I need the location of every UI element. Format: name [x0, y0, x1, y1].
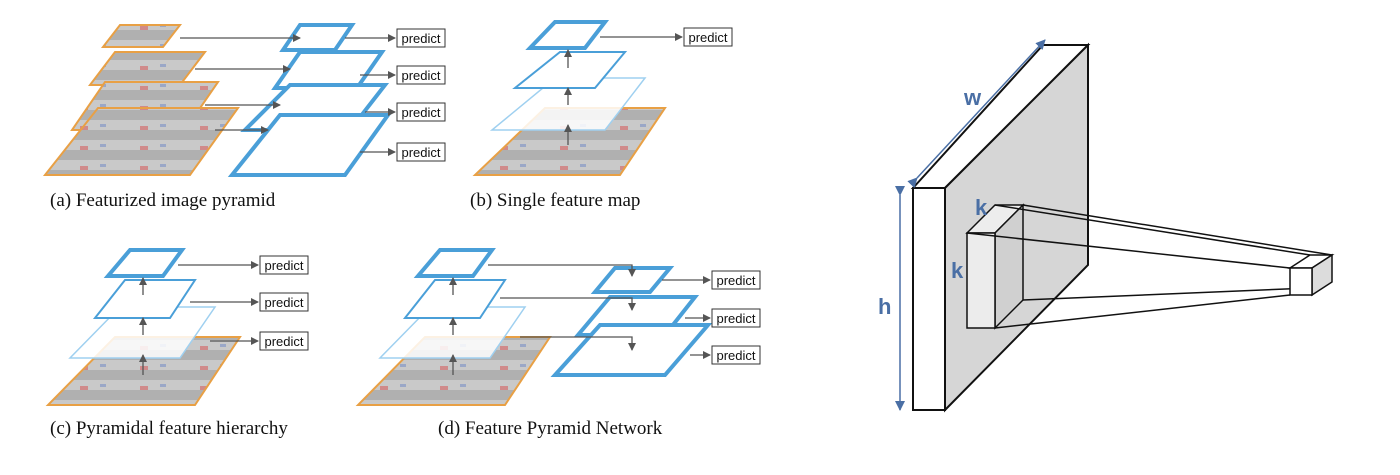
projection-line: [966, 232, 1291, 269]
image-level: [355, 336, 552, 406]
caption-c: (c) Pyramidal feature hierarchy: [50, 418, 288, 439]
panel-b-single-feature-map: predict (b) Single feature map: [470, 20, 733, 211]
lateral-connection: [488, 264, 636, 277]
predict-label: predict: [401, 105, 440, 120]
feature-level-mid: [512, 51, 628, 89]
feature-level-top: [525, 20, 610, 50]
top-down-level-1: [590, 266, 675, 294]
projection-line: [1022, 287, 1311, 301]
predict-box: predict: [396, 28, 446, 48]
image-level: [45, 336, 242, 406]
predict-label: predict: [688, 30, 727, 45]
feature-level-top: [103, 248, 186, 278]
predict-box: predict: [259, 331, 309, 351]
bottom-up-level-top: [413, 248, 496, 278]
output-front-face: [1289, 267, 1313, 296]
predict-box: predict: [711, 345, 761, 365]
projection-line: [994, 294, 1291, 329]
lateral-connection: [520, 336, 636, 351]
predict-label: predict: [401, 31, 440, 46]
height-label: h: [878, 294, 891, 319]
predict-box: predict: [683, 27, 733, 47]
width-label: w: [963, 85, 982, 110]
feature-level-mid: [92, 279, 197, 319]
predict-label: predict: [401, 68, 440, 83]
predict-label: predict: [264, 334, 303, 349]
predict-label: predict: [716, 348, 755, 363]
panel-d-feature-pyramid-network: predict predict predict (d) Feature Pyra…: [355, 248, 761, 439]
panel-c-pyramidal-feature-hierarchy: predict predict predict (c) Pyramidal fe…: [45, 248, 309, 439]
caption-d: (d) Feature Pyramid Network: [438, 418, 663, 439]
predict-box: predict: [396, 142, 446, 162]
predict-label: predict: [264, 258, 303, 273]
kernel-front-face: [966, 232, 996, 329]
predict-box: predict: [711, 308, 761, 328]
predict-label: predict: [264, 295, 303, 310]
predict-box: predict: [259, 292, 309, 312]
caption-a: (a) Featurized image pyramid: [50, 190, 276, 211]
convolution-diagram: w h k k: [878, 39, 1335, 413]
slab-front-face: [912, 187, 946, 411]
predict-box: predict: [711, 270, 761, 290]
predict-label: predict: [716, 273, 755, 288]
panel-a-featurized-image-pyramid: predict predict predict predict (a) Feat…: [42, 23, 446, 211]
image-level-4: [42, 107, 240, 176]
predict-label: predict: [716, 311, 755, 326]
projection-line: [1022, 204, 1333, 256]
predict-box: predict: [396, 65, 446, 85]
predict-box: predict: [259, 255, 309, 275]
feature-level-4: [227, 113, 392, 177]
image-level-2: [87, 51, 208, 86]
image-level: [472, 107, 667, 176]
image-level-1: [100, 24, 183, 48]
bottom-up-level-mid: [402, 279, 507, 319]
projection-line: [994, 204, 1311, 256]
predict-box: predict: [396, 102, 446, 122]
caption-b: (b) Single feature map: [470, 190, 640, 211]
feature-level-2: [271, 50, 386, 90]
kernel-top-label: k: [975, 195, 988, 220]
width-dimension-arrow: [907, 39, 1046, 188]
predict-label: predict: [401, 145, 440, 160]
kernel-side-label: k: [951, 258, 964, 283]
lateral-connection: [500, 297, 636, 311]
